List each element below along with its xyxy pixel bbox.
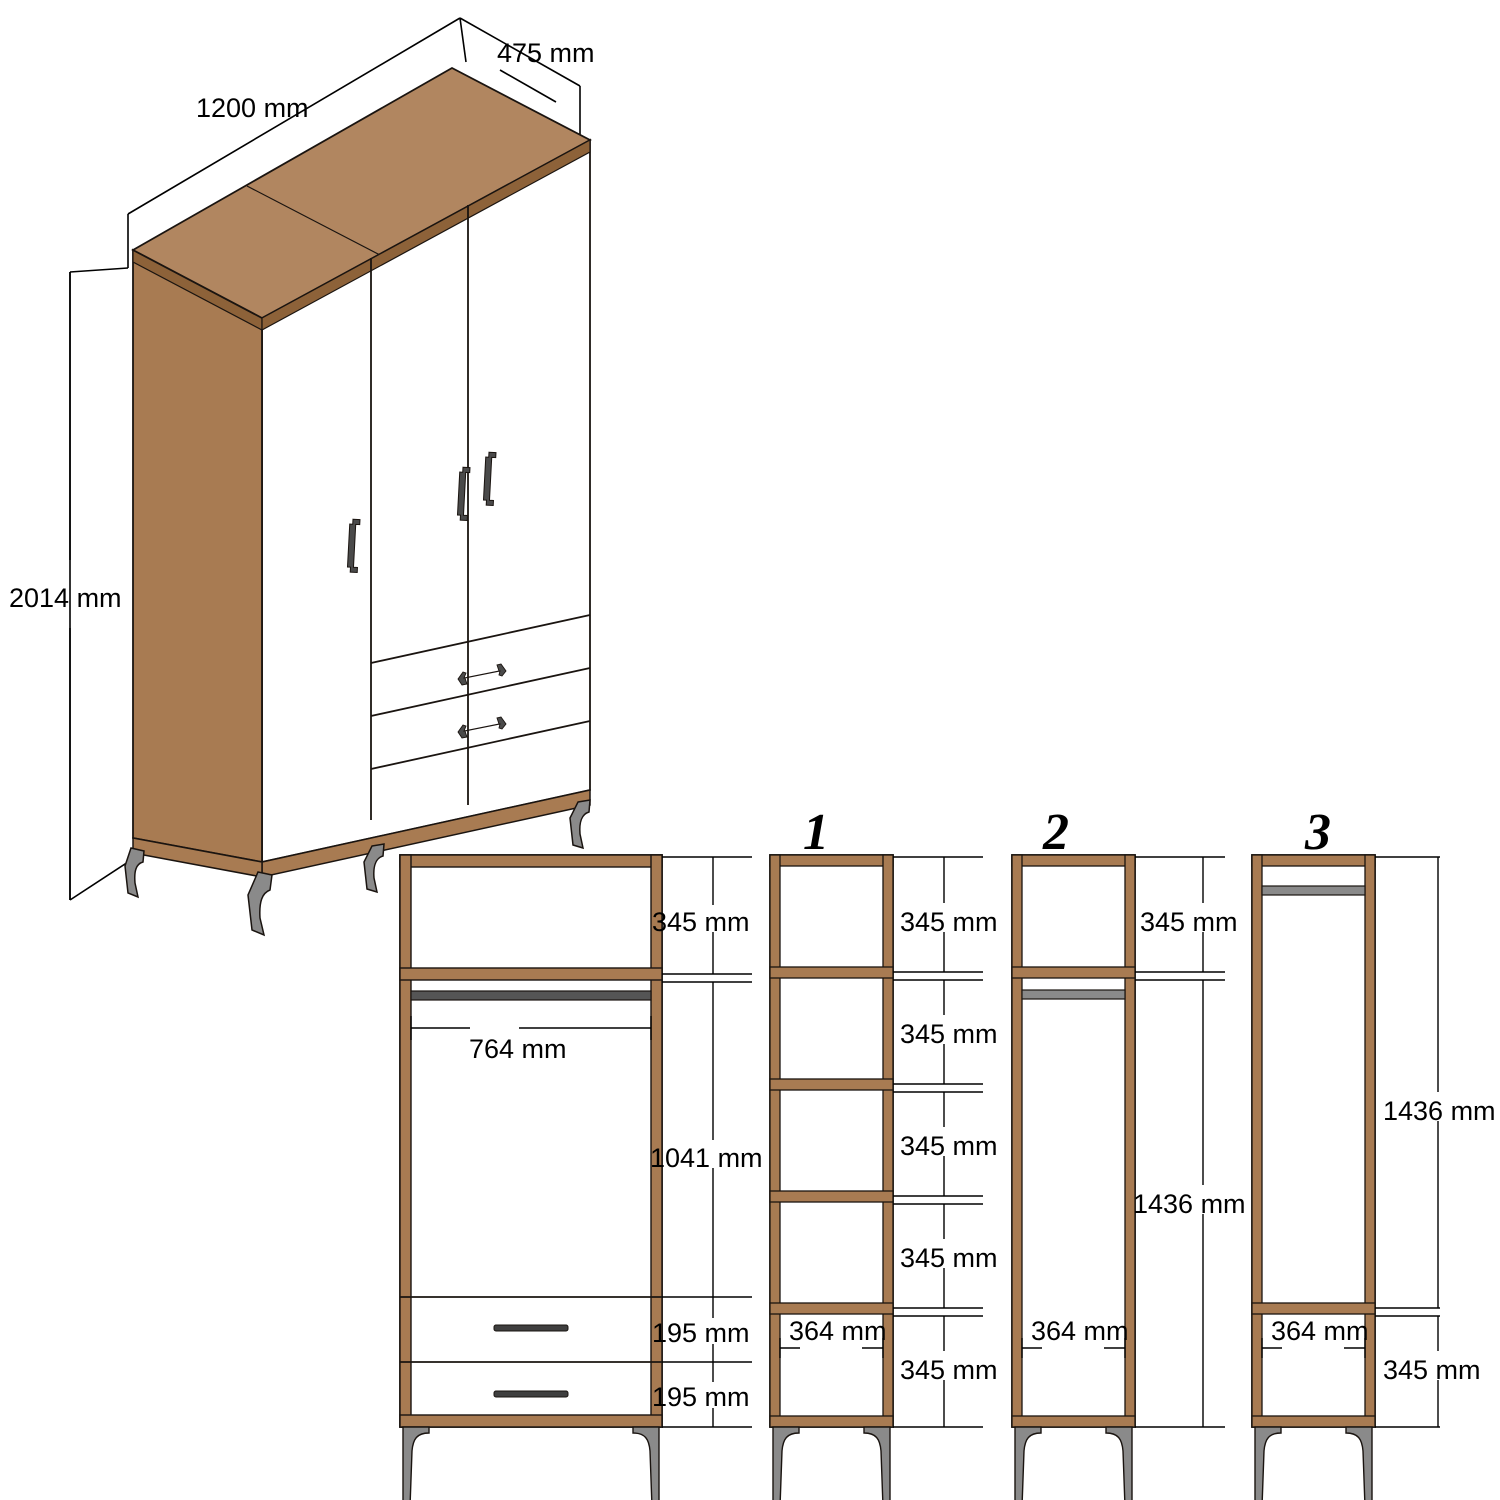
section1-carcass [769, 854, 894, 1428]
section-3-label: 3 [1304, 804, 1331, 861]
elevation-shelf-345 [399, 967, 663, 981]
section-column-2: 2 364 mm 345 mm 1436 mm [1011, 804, 1246, 1500]
section1-bottom-board [769, 1415, 894, 1428]
section2-bottom-board [1011, 1415, 1136, 1428]
section-column-3: 3 364 mm 1436 mm 345 mm [1251, 804, 1496, 1500]
dimension-stack-s2 [1135, 856, 1225, 1428]
front-elevation-open: 764 mm 345 mm 1041 mm 195 mm 195 mm [399, 854, 763, 1500]
drawer-handle-lower[interactable] [457, 716, 507, 739]
drawer-top-line [370, 614, 591, 664]
section1-top-board [769, 854, 894, 867]
section1-left-board [769, 854, 781, 1428]
dimension-label-s1-3: 345 mm [900, 1131, 998, 1161]
cabinet-leg-mid [363, 843, 385, 894]
dimension-height-2014 [69, 267, 129, 901]
section1-shelf-3 [769, 1190, 894, 1203]
section3-hanging-rod [1261, 885, 1366, 896]
dimension-label-hanging-height: 1041 mm [650, 1143, 763, 1173]
section2-top-board [1011, 854, 1136, 867]
hanging-rod [410, 990, 652, 1001]
section2-hanging-rod [1021, 989, 1126, 1000]
dimension-label-height: 2014 mm [9, 583, 122, 613]
elevation-drawer-handle-2[interactable] [493, 1390, 569, 1398]
section1-shelf-1 [769, 966, 894, 979]
dimension-label-width: 1200 mm [196, 93, 309, 123]
cabinet-left-side-panel [132, 248, 263, 864]
section-2-label: 2 [1042, 804, 1069, 861]
dimension-label-s1-4: 345 mm [900, 1243, 998, 1273]
drawer-bottom-line [370, 720, 591, 770]
section3-left-board [1251, 854, 1263, 1428]
section1-shelf-4 [769, 1302, 894, 1315]
cabinet-leg-front-left [247, 871, 273, 937]
elevation-carcass [399, 854, 663, 1428]
dimension-label-s1-2: 345 mm [900, 1019, 998, 1049]
cabinet-leg-front-right [569, 799, 591, 850]
section1-shelf-2 [769, 1078, 894, 1091]
dimension-depth-475 [459, 17, 581, 136]
elevation-top-board [399, 854, 663, 868]
dimension-label-s1-5: 345 mm [900, 1355, 998, 1385]
dimension-label-s3-hang: 1436 mm [1383, 1096, 1496, 1126]
section3-shelf-345 [1251, 1302, 1376, 1315]
dimension-label-364-s3: 364 mm [1271, 1316, 1369, 1346]
cabinet-top-edge [261, 138, 591, 332]
section2-shelf-345 [1011, 966, 1136, 979]
dimension-stack-s3 [1375, 856, 1440, 1428]
elevation-bottom-board [399, 1414, 663, 1428]
dimension-364-s3 [1261, 1338, 1366, 1358]
section-column-1: 1 364 mm [769, 804, 998, 1500]
section2-left-board [1011, 854, 1023, 1428]
dimension-label-top-shelf: 345 mm [652, 907, 750, 937]
section3-bottom-board [1251, 1415, 1376, 1428]
dimension-label-drawer-2: 195 mm [652, 1382, 750, 1412]
dimension-label-364-s2: 364 mm [1031, 1316, 1129, 1346]
dimension-label-s2-top: 345 mm [1140, 907, 1238, 937]
cabinet-leg-back-left [124, 847, 145, 899]
dimension-stack-elevation [662, 856, 752, 1428]
dimension-label-depth: 475 mm [497, 38, 595, 68]
isometric-wardrobe-view: 1200 mm 475 mm 2014 mm [9, 17, 595, 937]
dimension-label-s1-1: 345 mm [900, 907, 998, 937]
drawer-mid-line [370, 667, 591, 717]
dimension-stack-s1 [893, 856, 983, 1428]
section3-top-board [1251, 854, 1376, 867]
dimension-label-764: 764 mm [469, 1034, 567, 1064]
dimension-764 [410, 1016, 652, 1040]
dimension-364-s1 [779, 1338, 884, 1358]
elevation-left-board [399, 854, 412, 1428]
dimension-364-s2 [1021, 1338, 1126, 1358]
dimension-label-drawer-1: 195 mm [652, 1318, 750, 1348]
drawer-handle-upper[interactable] [457, 663, 507, 686]
elevation-drawer-handle-1[interactable] [493, 1324, 569, 1332]
dimension-label-s3-bottom: 345 mm [1383, 1355, 1481, 1385]
dimension-label-s2-hang: 1436 mm [1133, 1189, 1246, 1219]
section-1-label: 1 [803, 804, 829, 861]
dimension-label-364-s1: 364 mm [789, 1316, 887, 1346]
